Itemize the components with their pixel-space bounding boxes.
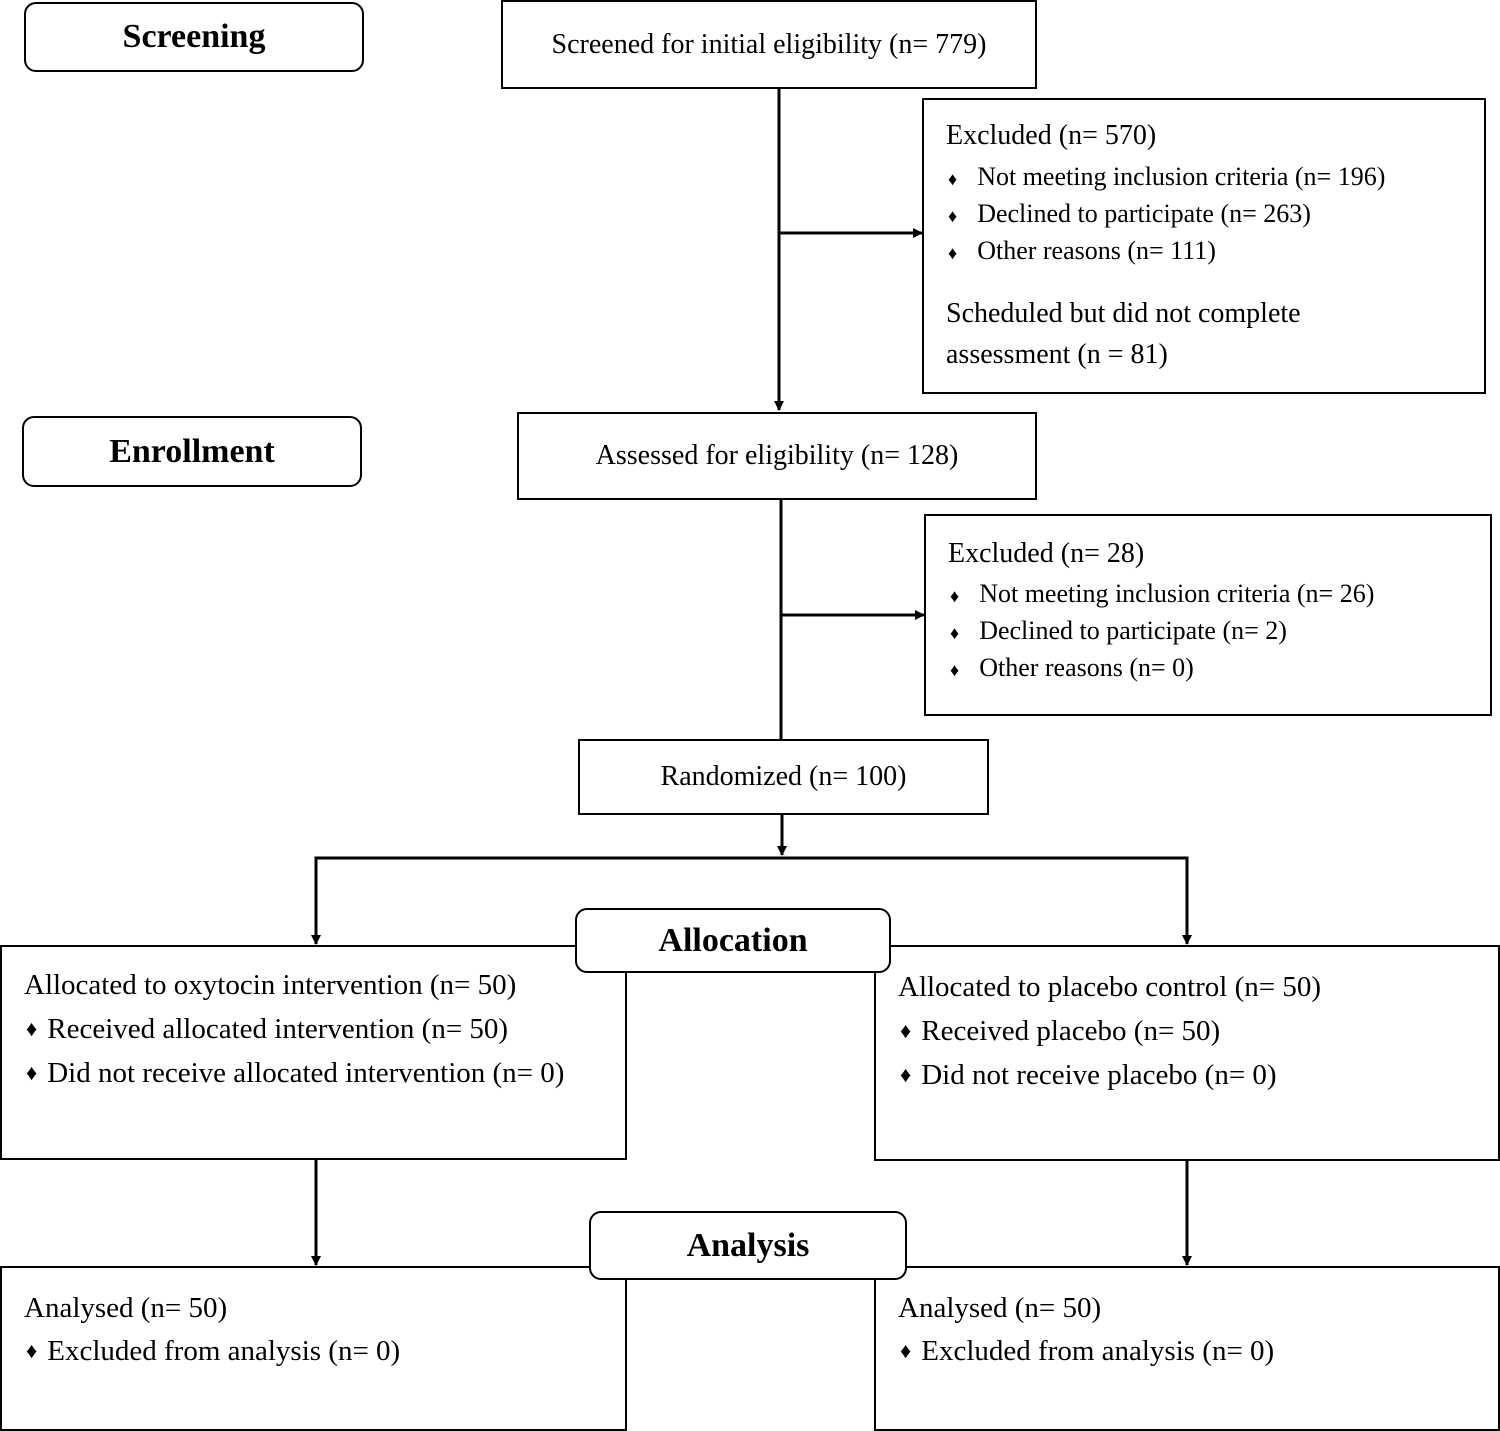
excluded-box-1: Excluded (n= 570) ♦Not meeting inclusion… bbox=[922, 98, 1486, 394]
diamond-bullet-icon: ♦ bbox=[900, 1018, 912, 1043]
diamond-bullet-icon: ♦ bbox=[26, 1338, 38, 1363]
excluded-2-item: ♦Declined to participate (n= 2) bbox=[950, 616, 1287, 645]
allocation-right-item: ♦Did not receive placebo (n= 0) bbox=[900, 1059, 1277, 1091]
stage-enrollment-label: Enrollment bbox=[109, 432, 275, 470]
stage-allocation: Allocation bbox=[575, 908, 891, 973]
diamond-bullet-icon: ♦ bbox=[950, 659, 960, 680]
analysis-right-title: Analysed (n= 50) bbox=[898, 1292, 1102, 1324]
diamond-bullet-icon: ♦ bbox=[900, 1062, 912, 1087]
stage-analysis: Analysis bbox=[589, 1211, 907, 1280]
analysis-right-box: Analysed (n= 50) ♦Excluded from analysis… bbox=[874, 1266, 1500, 1431]
diamond-bullet-icon: ♦ bbox=[948, 168, 958, 189]
excluded-2-item: ♦Other reasons (n= 0) bbox=[950, 653, 1194, 682]
excluded-1-item: ♦Other reasons (n= 111) bbox=[948, 236, 1216, 265]
diamond-bullet-icon: ♦ bbox=[948, 205, 958, 226]
stage-allocation-label: Allocation bbox=[658, 921, 808, 959]
excluded-2-item: ♦Not meeting inclusion criteria (n= 26) bbox=[950, 579, 1375, 608]
assessed-box: Assessed for eligibility (n= 128) bbox=[517, 412, 1037, 500]
split-connector bbox=[314, 856, 1189, 944]
allocation-right-box: Allocated to placebo control (n= 50) ♦Re… bbox=[874, 945, 1500, 1161]
allocation-left-item: ♦Received allocated intervention (n= 50) bbox=[26, 1013, 509, 1045]
excluded-1-note-line1: Scheduled but did not complete bbox=[946, 298, 1301, 329]
excluded-1-note-line2: assessment (n = 81) bbox=[946, 339, 1168, 370]
analysis-left-item: ♦Excluded from analysis (n= 0) bbox=[26, 1335, 401, 1367]
diamond-bullet-icon: ♦ bbox=[26, 1060, 38, 1085]
diamond-bullet-icon: ♦ bbox=[900, 1338, 912, 1363]
allocation-right-item: ♦Received placebo (n= 50) bbox=[900, 1015, 1221, 1047]
allocation-right-title: Allocated to placebo control (n= 50) bbox=[898, 971, 1322, 1003]
diamond-bullet-icon: ♦ bbox=[26, 1016, 38, 1041]
excluded-2-title: Excluded (n= 28) bbox=[948, 538, 1145, 569]
excluded-box-2: Excluded (n= 28) ♦Not meeting inclusion … bbox=[924, 514, 1492, 716]
analysis-right-item: ♦Excluded from analysis (n= 0) bbox=[900, 1335, 1275, 1367]
analysis-left-box: Analysed (n= 50) ♦Excluded from analysis… bbox=[0, 1266, 627, 1431]
analysis-left-title: Analysed (n= 50) bbox=[24, 1292, 228, 1324]
assessed-text: Assessed for eligibility (n= 128) bbox=[595, 440, 959, 471]
diamond-bullet-icon: ♦ bbox=[948, 242, 958, 263]
stage-screening-label: Screening bbox=[122, 18, 266, 55]
diamond-bullet-icon: ♦ bbox=[950, 622, 960, 643]
randomized-box: Randomized (n= 100) bbox=[578, 739, 989, 815]
stage-enrollment: Enrollment bbox=[22, 416, 362, 487]
excluded-1-item: ♦Not meeting inclusion criteria (n= 196) bbox=[948, 162, 1386, 191]
excluded-1-title: Excluded (n= 570) bbox=[946, 120, 1157, 151]
diamond-bullet-icon: ♦ bbox=[950, 585, 960, 606]
stage-analysis-label: Analysis bbox=[686, 1226, 810, 1264]
excluded-1-item: ♦Declined to participate (n= 263) bbox=[948, 199, 1311, 228]
screened-box: Screened for initial eligibility (n= 779… bbox=[501, 0, 1037, 89]
screened-text: Screened for initial eligibility (n= 779… bbox=[551, 28, 987, 60]
allocation-left-title: Allocated to oxytocin intervention (n= 5… bbox=[24, 969, 517, 1001]
stage-screening: Screening bbox=[24, 2, 364, 72]
allocation-left-item: ♦Did not receive allocated intervention … bbox=[26, 1057, 565, 1089]
allocation-left-box: Allocated to oxytocin intervention (n= 5… bbox=[0, 945, 627, 1160]
randomized-text: Randomized (n= 100) bbox=[660, 761, 907, 792]
